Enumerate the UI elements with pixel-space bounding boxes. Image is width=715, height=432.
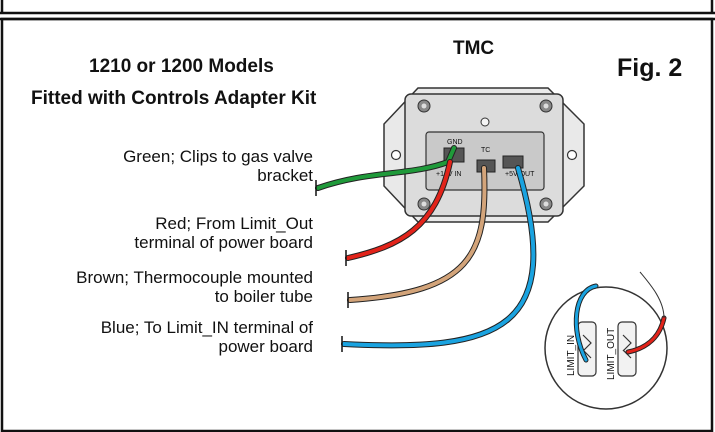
tmc-device: GND TC +12V IN +5V OUT [383, 87, 585, 223]
green-wire-label-line2: bracket [257, 166, 313, 185]
wire-end-marks [315, 180, 349, 352]
green-wire-label: Green; Clips to gas valve bracket [123, 147, 313, 185]
limit-in-terminal [577, 321, 597, 377]
red-wire-label: Red; From Limit_Out terminal of power bo… [134, 214, 313, 252]
models-subtitle: Fitted with Controls Adapter Kit [31, 88, 317, 109]
inset-label-limit-out: LIMIT_OUT [606, 328, 617, 380]
terminal-label-tc: TC [481, 147, 490, 154]
device-label: TMC [453, 38, 495, 59]
brown-wire-label-line1: Brown; Thermocouple mounted [76, 268, 313, 287]
flange-hole-right [566, 149, 578, 161]
red-wire-label-line2: terminal of power board [134, 233, 313, 252]
models-title: 1210 or 1200 Models [89, 56, 274, 77]
power-board-inset: LIMIT_IN LIMIT_OUT [544, 271, 668, 410]
inset-label-limit-in: LIMIT_IN [566, 335, 577, 376]
mounting-screw-icon [417, 99, 553, 211]
blue-wire-label: Blue; To Limit_IN terminal of power boar… [101, 318, 313, 356]
brown-wire-label: Brown; Thermocouple mounted to boiler tu… [76, 268, 313, 306]
red-wire-label-line1: Red; From Limit_Out [155, 214, 313, 233]
flange-hole-left [390, 149, 402, 161]
connector-5v [502, 155, 524, 169]
terminal-label-gnd: GND [447, 139, 463, 146]
brown-wire-label-line2: to boiler tube [214, 287, 313, 306]
tmc-led [480, 117, 490, 127]
blue-wire-label-line1: Blue; To Limit_IN terminal of [100, 318, 313, 337]
blue-wire-label-line2: power board [218, 337, 313, 356]
green-wire-label-line1: Green; Clips to gas valve [123, 147, 313, 166]
figure-label: Fig. 2 [617, 54, 683, 82]
